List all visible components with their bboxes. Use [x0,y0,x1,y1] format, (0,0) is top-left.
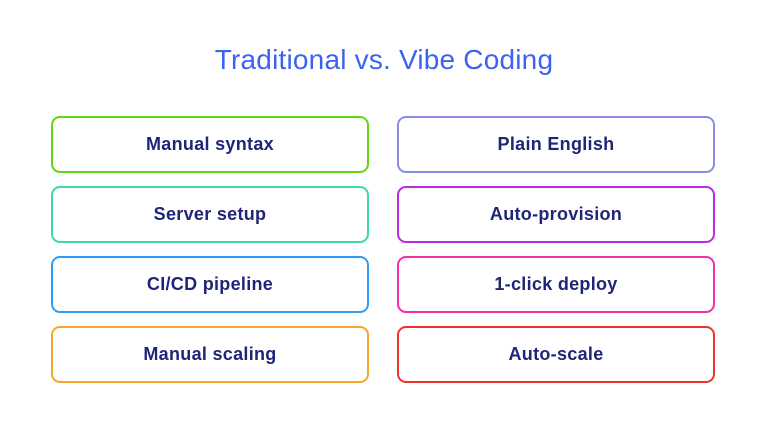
card-cicd-pipeline: CI/CD pipeline [51,256,369,313]
card-plain-english: Plain English [397,116,715,173]
card-label-auto-scale: Auto-scale [508,344,604,364]
card-manual-scaling: Manual scaling [51,326,369,383]
card-auto-scale: Auto-scale [397,326,715,383]
comparison-grid: Manual syntax Server setup CI/CD pipelin… [51,116,715,383]
page-title: Traditional vs. Vibe Coding [214,44,554,75]
card-auto-provision: Auto-provision [397,186,715,243]
card-label-server-setup: Server setup [153,204,267,224]
card-one-click-deploy: 1-click deploy [397,256,715,313]
card-label-one-click-deploy: 1-click deploy [494,274,618,294]
card-label-auto-provision: Auto-provision [489,204,623,224]
card-label-cicd-pipeline: CI/CD pipeline [146,274,274,294]
card-label-plain-english: Plain English [497,134,615,154]
column-vibe-coding: Plain English Auto-provision 1-click dep… [397,116,715,383]
card-label-manual-syntax: Manual syntax [146,134,274,154]
card-label-manual-scaling: Manual scaling [143,344,277,364]
column-traditional: Manual syntax Server setup CI/CD pipelin… [51,116,369,383]
card-server-setup: Server setup [51,186,369,243]
card-manual-syntax: Manual syntax [51,116,369,173]
